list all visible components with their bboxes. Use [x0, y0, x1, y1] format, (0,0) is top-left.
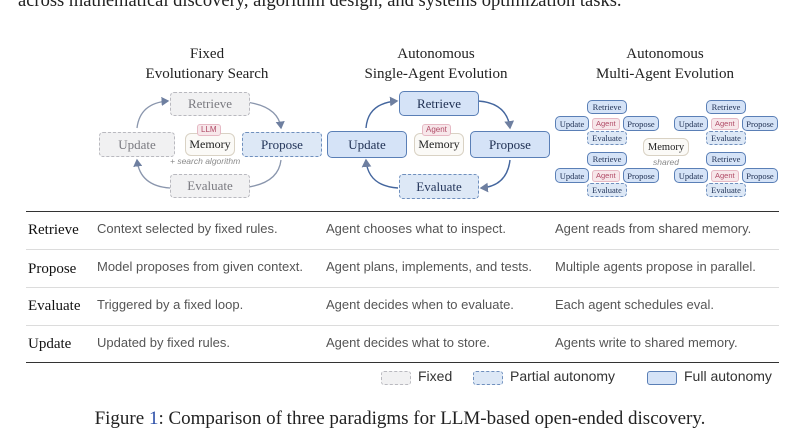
- single-memory-box: Memory: [414, 133, 464, 156]
- fixed-update-box: Update: [99, 132, 175, 157]
- table-cell: Agent decides what to store.: [326, 335, 491, 350]
- mini-evaluate-box: Evaluate: [587, 131, 627, 145]
- table-cell: Agent chooses what to inspect.: [326, 221, 506, 236]
- legend-label-full: Full autonomy: [684, 368, 772, 384]
- mini-retrieve-box: Retrieve: [587, 100, 627, 114]
- mini-update-box: Update: [555, 116, 589, 131]
- table-cell: Updated by fixed rules.: [97, 335, 230, 350]
- mini-update-box: Update: [674, 116, 708, 131]
- single-retrieve-box: Retrieve: [399, 91, 479, 116]
- row-label-evaluate: Evaluate: [28, 298, 81, 314]
- search-algorithm-note: + search algorithm: [170, 156, 241, 166]
- fixed-memory-box: Memory: [185, 133, 235, 156]
- row-divider: [26, 249, 779, 250]
- row-label-retrieve: Retrieve: [28, 222, 79, 238]
- mini-update-box: Update: [555, 168, 589, 183]
- mini-evaluate-box: Evaluate: [706, 131, 746, 145]
- mini-agent-tag: Agent: [592, 170, 620, 182]
- llm-tag: LLM: [197, 124, 221, 136]
- table-cell: Model proposes from given context.: [97, 259, 303, 274]
- mini-update-box: Update: [674, 168, 708, 183]
- mini-propose-box: Propose: [742, 168, 778, 183]
- single-update-box: Update: [327, 131, 407, 158]
- fixed-retrieve-box: Retrieve: [170, 92, 250, 116]
- mini-retrieve-box: Retrieve: [706, 152, 746, 166]
- table-top-rule: [26, 211, 779, 213]
- single-evaluate-box: Evaluate: [399, 174, 479, 199]
- mini-agent-loop: Retrieve Update Agent Propose Evaluate: [555, 100, 659, 152]
- mini-agent-tag: Agent: [711, 170, 739, 182]
- table-cell: Each agent schedules eval.: [555, 297, 714, 312]
- heading-multi-agent-evolution: Autonomous Multi-Agent Evolution: [596, 46, 734, 82]
- mini-evaluate-box: Evaluate: [706, 183, 746, 197]
- mini-propose-box: Propose: [623, 168, 659, 183]
- legend-swatch-partial: [473, 371, 503, 385]
- heading-fixed-evolutionary-search: Fixed Evolutionary Search: [145, 46, 269, 82]
- table-bottom-rule: [26, 362, 779, 364]
- loop-arrows: [133, 96, 515, 193]
- mini-agent-loop: Retrieve Update Agent Propose Evaluate: [555, 152, 659, 204]
- fixed-evaluate-box: Evaluate: [170, 174, 250, 198]
- mini-propose-box: Propose: [742, 116, 778, 131]
- table-cell: Agent decides when to evaluate.: [326, 297, 514, 312]
- legend-label-fixed: Fixed: [418, 368, 453, 384]
- mini-agent-loop: Retrieve Update Agent Propose Evaluate: [674, 100, 778, 152]
- mini-evaluate-box: Evaluate: [587, 183, 627, 197]
- table-cell: Triggered by a fixed loop.: [97, 297, 244, 312]
- mini-agent-loop: Retrieve Update Agent Propose Evaluate: [674, 152, 778, 204]
- shared-note: shared: [653, 157, 679, 167]
- mini-agent-tag: Agent: [711, 118, 739, 130]
- row-label-propose: Propose: [28, 261, 77, 277]
- mini-retrieve-box: Retrieve: [706, 100, 746, 114]
- table-cell: Agents write to shared memory.: [555, 335, 738, 350]
- row-divider: [26, 325, 779, 326]
- figure-caption: Figure 1: Comparison of three paradigms …: [94, 408, 706, 429]
- shared-memory-box: Memory: [643, 138, 689, 156]
- single-agent-loop-arrows: [361, 96, 515, 193]
- legend-swatch-fixed: [381, 371, 411, 385]
- agent-tag: Agent: [422, 124, 451, 136]
- mini-retrieve-box: Retrieve: [587, 152, 627, 166]
- heading-single-agent-evolution: Autonomous Single-Agent Evolution: [364, 46, 508, 82]
- row-label-update: Update: [28, 336, 72, 352]
- mini-agent-tag: Agent: [592, 118, 620, 130]
- fixed-propose-box: Propose: [242, 132, 322, 157]
- table-cell: Agent reads from shared memory.: [555, 221, 752, 236]
- body-text-line: across mathematical discovery, algorithm…: [18, 0, 622, 11]
- row-divider: [26, 287, 779, 288]
- legend-label-partial: Partial autonomy: [510, 368, 616, 384]
- figure-number-link[interactable]: 1: [148, 408, 159, 429]
- mini-propose-box: Propose: [623, 116, 659, 131]
- table-cell: Context selected by fixed rules.: [97, 221, 278, 236]
- table-cell: Multiple agents propose in parallel.: [555, 259, 756, 274]
- single-propose-box: Propose: [470, 131, 550, 158]
- legend-swatch-full: [647, 371, 677, 385]
- table-cell: Agent plans, implements, and tests.: [326, 259, 532, 274]
